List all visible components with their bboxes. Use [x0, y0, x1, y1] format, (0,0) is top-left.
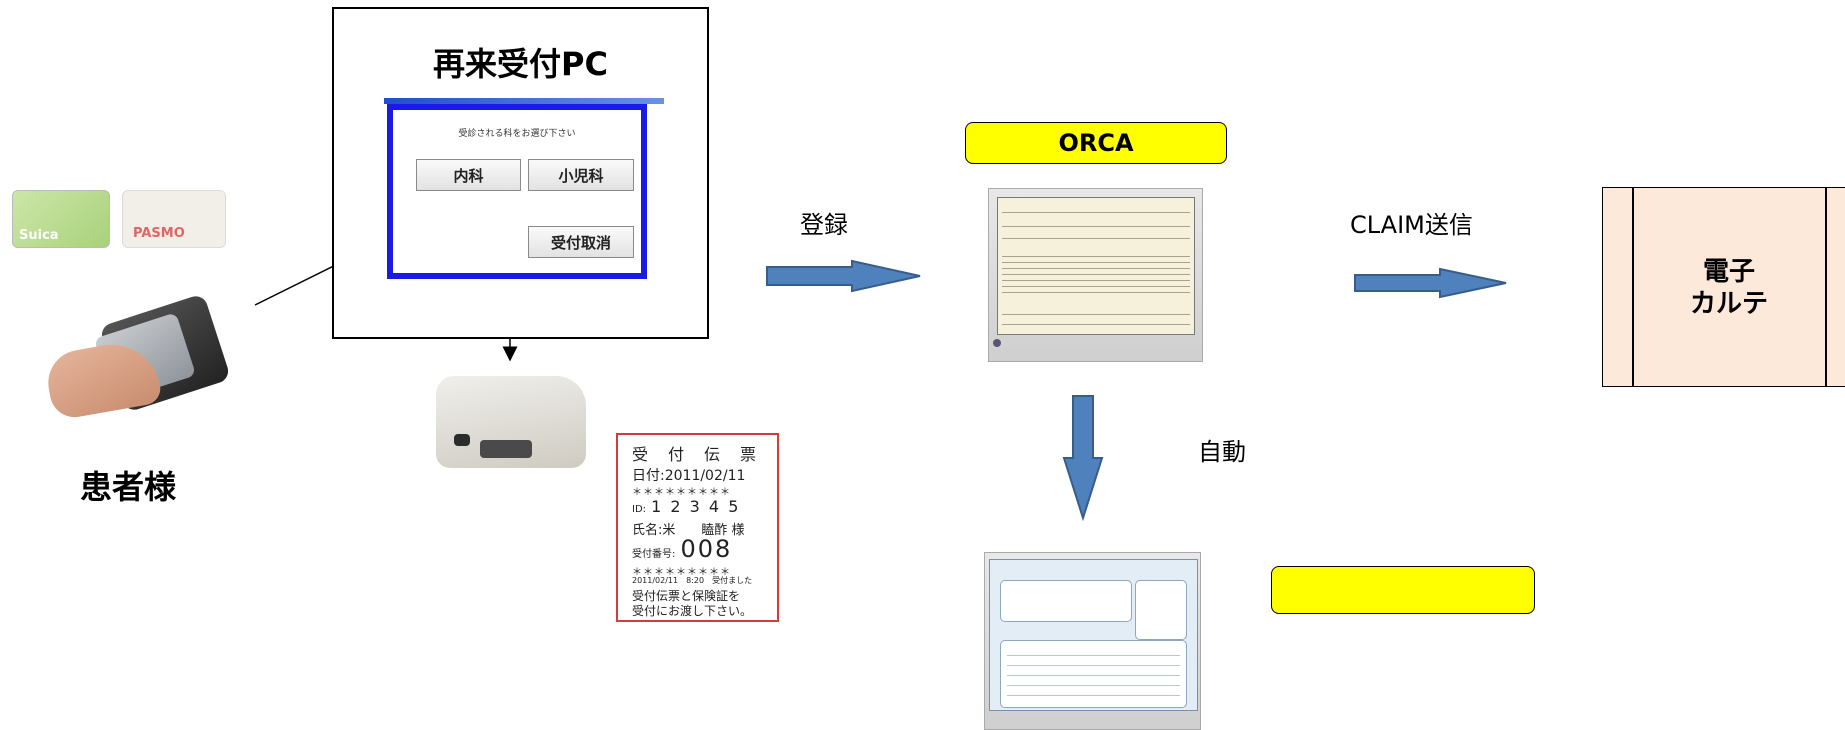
ticket-note-2: 受付にお渡し下さい。	[632, 604, 753, 618]
ui-panel-right	[1135, 580, 1187, 640]
claim-block-arrow	[1354, 267, 1507, 299]
orca-label: ORCA	[965, 122, 1227, 164]
printer-slot	[454, 434, 470, 446]
register-block-arrow	[766, 259, 921, 293]
ticket-stars-2: ＊＊＊＊＊＊＊＊＊	[632, 567, 731, 578]
ticket-time: 2011/02/11 8:20 受付ました	[632, 576, 753, 585]
reception-pc-box: 再来受付PC 受診される科をお選び下さい 内科 小児科 受付取消	[332, 7, 709, 339]
electronic-karte-box: 電子 カルテ	[1602, 187, 1845, 387]
claim-label: CLAIM送信	[1350, 211, 1473, 239]
cancel-reception-button[interactable]: 受付取消	[528, 226, 634, 258]
reception-ui-screen	[989, 559, 1198, 711]
auto-block-arrow	[1062, 395, 1104, 522]
orca-screen	[997, 197, 1195, 335]
ticket-number-label: 受付番号:	[632, 549, 676, 560]
pediatrics-button[interactable]: 小児科	[528, 159, 634, 191]
ui-panel-list	[1000, 640, 1187, 708]
reception-instruction: 受診される科をお選び下さい	[458, 129, 576, 139]
ticket-number-value: 008	[680, 535, 733, 563]
ticket-id: ID: 1 2 3 4 5	[632, 497, 767, 516]
ticket-stars: ＊＊＊＊＊＊＊＊＊	[632, 487, 731, 498]
karte-label-line1: 電子	[1702, 257, 1755, 287]
monitor-power-icon	[993, 339, 1001, 347]
window-titlebar	[384, 98, 664, 104]
ticket-number: 受付番号: 008	[632, 535, 767, 563]
pasmo-card: PASMO	[122, 190, 226, 248]
register-label: 登録	[800, 211, 848, 239]
ticket-date: 日付:2011/02/11	[632, 468, 746, 484]
receipt-printer	[436, 376, 586, 468]
suica-card-label: Suica	[19, 228, 59, 243]
orca-monitor	[988, 188, 1203, 362]
patient-label: 患者様	[80, 468, 177, 506]
ui-panel-top	[1000, 580, 1132, 622]
ticket-id-label: ID:	[632, 504, 647, 515]
reception-ticket: 受 付 伝 票 日付:2011/02/11 ＊＊＊＊＊＊＊＊＊ ID: 1 2 …	[616, 433, 779, 622]
suica-card: Suica	[12, 190, 110, 248]
reception-pc-title: 再来受付PC	[433, 45, 608, 83]
printer-output-slot	[480, 440, 532, 458]
ticket-name: 氏名:米 瞌酢 様	[632, 523, 745, 538]
card-reader-photo	[40, 280, 232, 430]
reception-ui-monitor	[984, 552, 1201, 730]
karte-label-line2: カルテ	[1689, 289, 1768, 319]
reception-window: 受診される科をお選び下さい 内科 小児科 受付取消	[387, 104, 647, 279]
auto-label: 自動	[1198, 438, 1246, 466]
ticket-title: 受 付 伝 票	[632, 445, 759, 464]
yellow-label-box	[1271, 566, 1535, 614]
pasmo-card-label: PASMO	[133, 226, 185, 241]
ticket-id-value: 1 2 3 4 5	[651, 497, 741, 516]
karte-label: 電子 カルテ	[1633, 256, 1825, 320]
ticket-note-1: 受付伝票と保険証を	[632, 589, 741, 603]
internal-medicine-button[interactable]: 内科	[416, 159, 521, 191]
